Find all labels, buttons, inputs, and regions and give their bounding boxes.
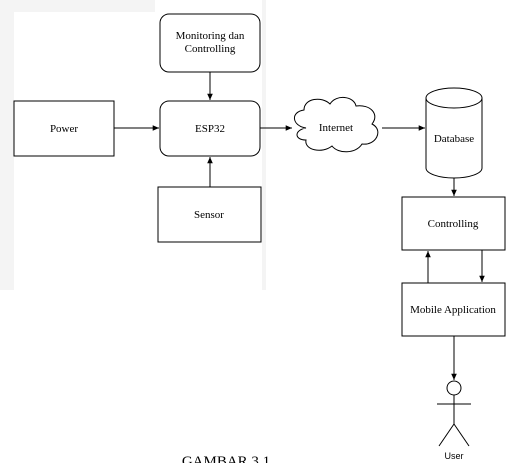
- database-node: Database: [425, 87, 483, 179]
- internet-node: Internet: [294, 97, 379, 153]
- background-panel: [0, 0, 14, 290]
- sensor-node: Sensor: [157, 186, 262, 243]
- monitoring-label-line2: Controlling: [185, 43, 236, 55]
- esp32-label: ESP32: [195, 123, 225, 135]
- user-label: User: [444, 451, 463, 461]
- database-label: Database: [434, 133, 474, 145]
- background-panel-top: [0, 0, 155, 12]
- monitoring-label-line1: Monitoring dan: [176, 30, 245, 42]
- user-actor: User: [437, 380, 471, 461]
- background-panel-right: [262, 0, 266, 290]
- power-label: Power: [50, 123, 78, 135]
- power-node: Power: [13, 100, 115, 157]
- sensor-label: Sensor: [194, 209, 224, 221]
- esp32-node: ESP32: [159, 100, 261, 157]
- controlling-label: Controlling: [428, 218, 479, 230]
- figure-caption: GAMBAR 3.1: [182, 454, 270, 463]
- controlling-node: Controlling: [401, 196, 506, 251]
- internet-label: Internet: [319, 122, 353, 134]
- mobile-application-node: Mobile Application: [401, 282, 506, 337]
- mobile-application-label: Mobile Application: [410, 304, 496, 316]
- monitoring-node: Monitoring dan Controlling: [159, 13, 261, 73]
